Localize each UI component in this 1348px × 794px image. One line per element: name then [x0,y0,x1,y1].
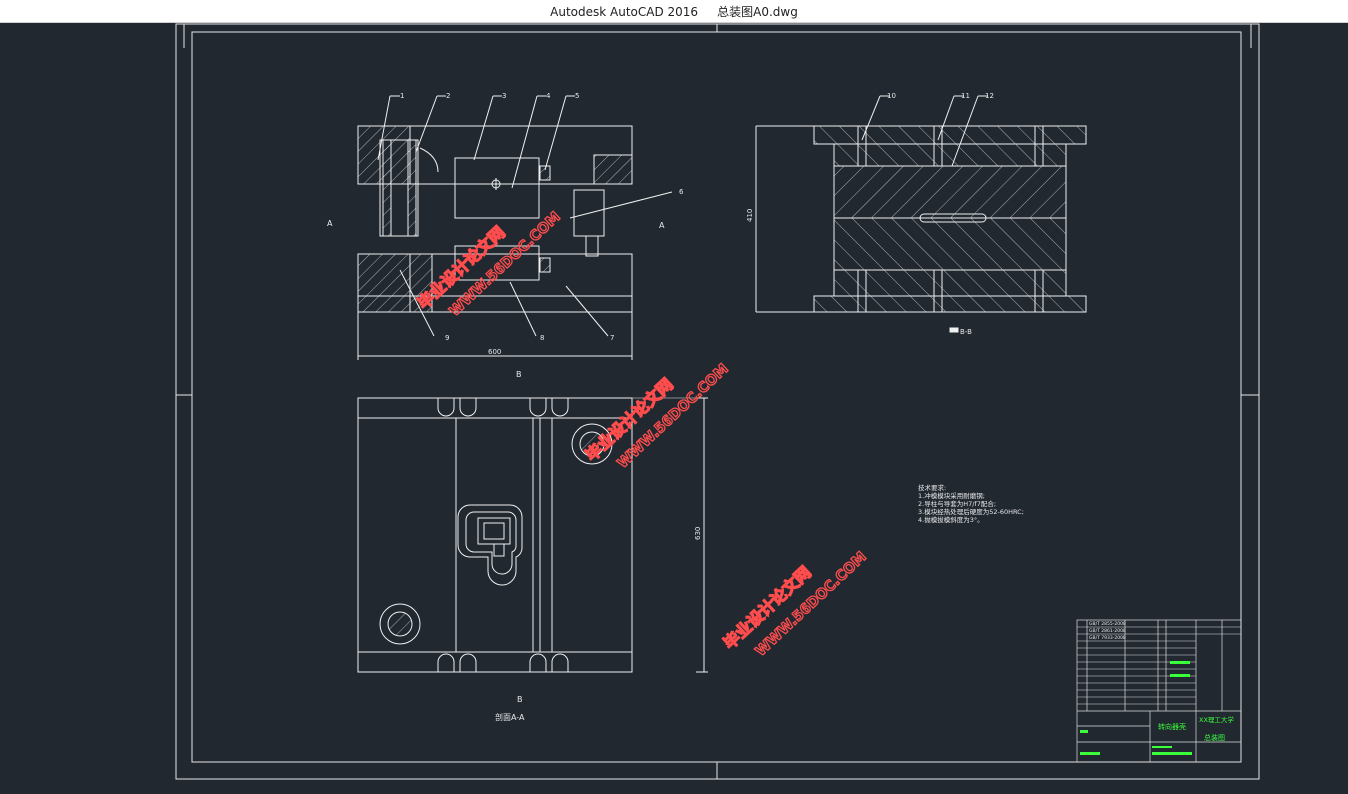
drawing-canvas[interactable]: 1 2 3 4 5 6 7 8 9 600 A A B B 10 [0,23,1348,790]
dimension-height-plan: 630 [694,527,702,540]
section-mark-a-left: A [327,219,333,228]
balloon-12: 12 [985,92,994,100]
balloon-3: 3 [502,92,506,100]
tech-notes-title: 技术要求: [918,483,946,492]
tech-note-3: 3.模块经热处理后硬度为52-60HRC; [918,507,1024,516]
drawing-name: 总装图 [1204,733,1225,742]
bom-standard-2: GB/T 2861-2008 [1089,628,1126,634]
bom-standard-1: GB/T 2855-2008 [1089,621,1126,627]
sheet-border [175,23,1260,780]
plan-view-labels: 630 剖面A-A [495,527,702,722]
front-section-view [357,95,673,360]
window-titlebar: Autodesk AutoCAD 2016 总装图A0.dwg [0,0,1348,23]
bom-rows [1077,626,1241,705]
dimension-height-right: 410 [746,209,754,222]
title-block [1076,619,1242,763]
section-mark-b-bottom: B [517,695,523,704]
balloon-11: 11 [961,92,970,100]
balloon-10: 10 [887,92,896,100]
school-name: XX理工大学 [1199,715,1234,724]
balloon-8: 8 [540,334,544,342]
tech-note-4: 4.抛模拔模斜度为3°。 [918,515,984,524]
bom-standard-3: GB/T 7933-2008 [1089,635,1126,641]
tech-note-1: 1.冲模模块采用耐磨钢; [918,491,985,500]
title-block-accent-bars [1080,661,1192,755]
balloon-9: 9 [445,334,449,342]
view-label-aa: 剖面A-A [495,712,525,722]
side-view-labels: 10 11 12 B-B 410 [746,92,994,336]
cad-drawing: 1 2 3 4 5 6 7 8 9 600 A A B B 10 [175,23,1260,780]
title-block-text: GB/T 2855-2008 GB/T 2861-2008 GB/T 7933-… [1089,621,1234,742]
technical-notes: 技术要求: 1.冲模模块采用耐磨钢; 2.导柱与导套为H7/f7配合; 3.模块… [918,483,1024,524]
side-section-view [755,95,1087,333]
tech-note-2: 2.导柱与导套为H7/f7配合; [918,499,996,508]
part-name: 转向器壳 [1158,722,1186,731]
balloon-2: 2 [446,92,450,100]
balloon-1: 1 [400,92,404,100]
window-title: Autodesk AutoCAD 2016 总装图A0.dwg [550,5,798,19]
watermark-group: 毕业设计论文网 WWW.56DOC.COM 毕业设计论文网 WWW.56DOC.… [413,208,870,660]
balloon-7: 7 [610,334,614,342]
dimension-width: 600 [488,348,501,356]
section-mark-b-top: B [516,370,522,379]
view-label-bb: B-B [960,328,972,336]
balloon-4: 4 [546,92,551,100]
front-view-balloons: 1 2 3 4 5 6 7 8 9 600 A A B B [327,92,684,704]
balloon-6: 6 [679,188,684,196]
balloon-5: 5 [575,92,579,100]
section-mark-a-right: A [659,221,665,230]
plan-view [357,397,708,673]
